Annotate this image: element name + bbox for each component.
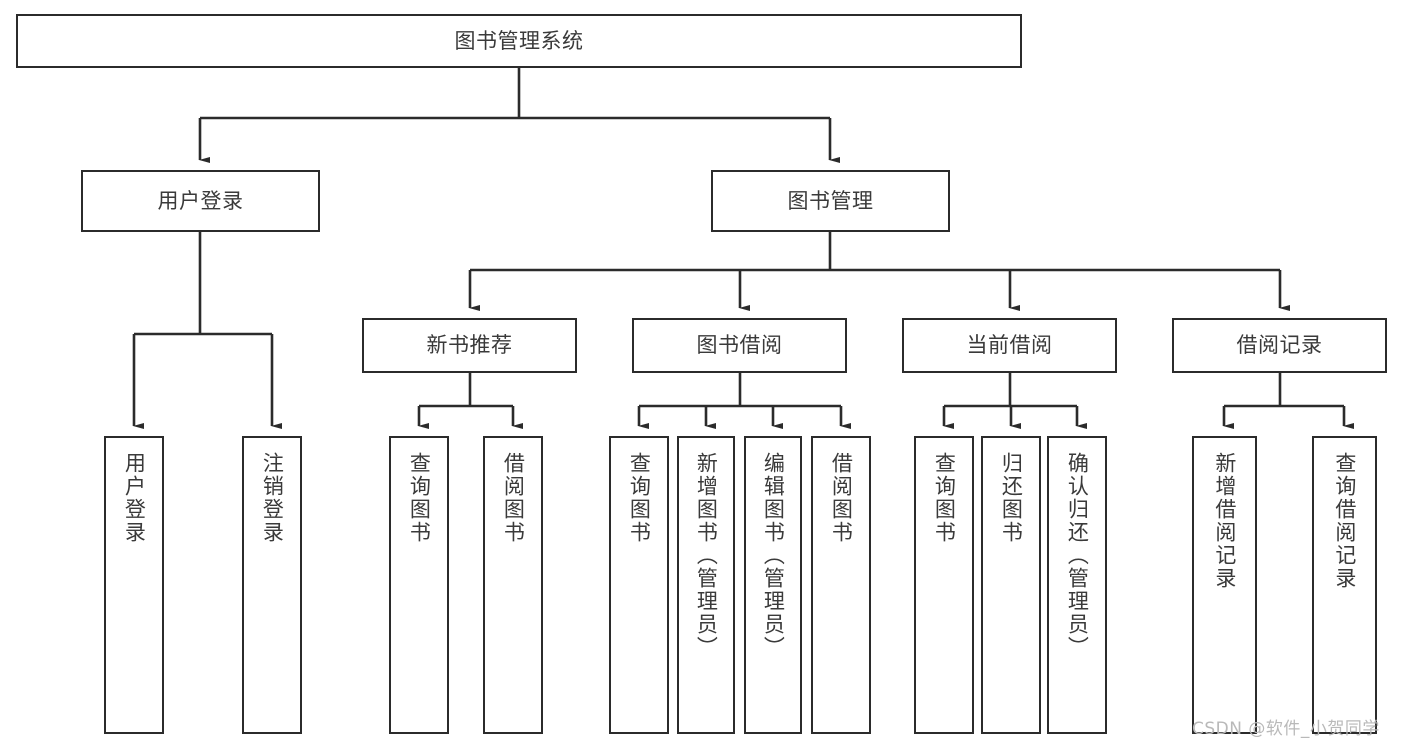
leaf-borrow-book-1[interactable]: 借阅图书 [483, 436, 543, 734]
node-label: 用户登录 [122, 452, 147, 544]
leaf-add-book[interactable]: 新增图书（管理员） [677, 436, 735, 734]
node-label: 图书管理系统 [454, 28, 584, 53]
csdn-watermark: CSDN @软件_小贺同学 [1192, 719, 1380, 739]
node-label: 当前借阅 [966, 333, 1053, 358]
node-label: 借阅记录 [1236, 333, 1323, 358]
leaf-confirm-return[interactable]: 确认归还（管理员） [1047, 436, 1107, 734]
node-user-login[interactable]: 用户登录 [81, 170, 320, 232]
leaf-query-book-2[interactable]: 查询图书 [609, 436, 669, 734]
node-label: 图书借阅 [696, 333, 783, 358]
node-label: 查询图书 [407, 452, 432, 544]
leaf-query-record[interactable]: 查询借阅记录 [1312, 436, 1377, 734]
leaf-edit-book[interactable]: 编辑图书（管理员） [744, 436, 802, 734]
node-label: 图书管理 [787, 188, 874, 213]
leaf-return-book[interactable]: 归还图书 [981, 436, 1041, 734]
node-label: 查询图书 [627, 452, 652, 544]
node-label: 归还图书 [999, 452, 1024, 544]
node-label: 新增图书（管理员） [694, 452, 719, 659]
node-label: 编辑图书（管理员） [761, 452, 786, 659]
leaf-logout-login[interactable]: 注销登录 [242, 436, 302, 734]
node-borrow-record[interactable]: 借阅记录 [1172, 318, 1387, 373]
node-label: 借阅图书 [829, 452, 854, 544]
node-label: 查询图书 [932, 452, 957, 544]
node-label: 注销登录 [260, 452, 285, 544]
node-label: 查询借阅记录 [1332, 452, 1357, 590]
node-book-borrow[interactable]: 图书借阅 [632, 318, 847, 373]
node-current-borrow[interactable]: 当前借阅 [902, 318, 1117, 373]
leaf-user-login[interactable]: 用户登录 [104, 436, 164, 734]
leaf-query-book-3[interactable]: 查询图书 [914, 436, 974, 734]
node-book-manage[interactable]: 图书管理 [711, 170, 950, 232]
node-root-system[interactable]: 图书管理系统 [16, 14, 1022, 68]
leaf-add-record[interactable]: 新增借阅记录 [1192, 436, 1257, 734]
leaf-query-book-1[interactable]: 查询图书 [389, 436, 449, 734]
node-label: 用户登录 [157, 188, 244, 213]
node-label: 借阅图书 [501, 452, 526, 544]
node-label: 新增借阅记录 [1212, 452, 1237, 590]
leaf-borrow-book-2[interactable]: 借阅图书 [811, 436, 871, 734]
node-new-book-recommend[interactable]: 新书推荐 [362, 318, 577, 373]
node-label: 确认归还（管理员） [1065, 452, 1090, 659]
node-label: 新书推荐 [426, 333, 513, 358]
